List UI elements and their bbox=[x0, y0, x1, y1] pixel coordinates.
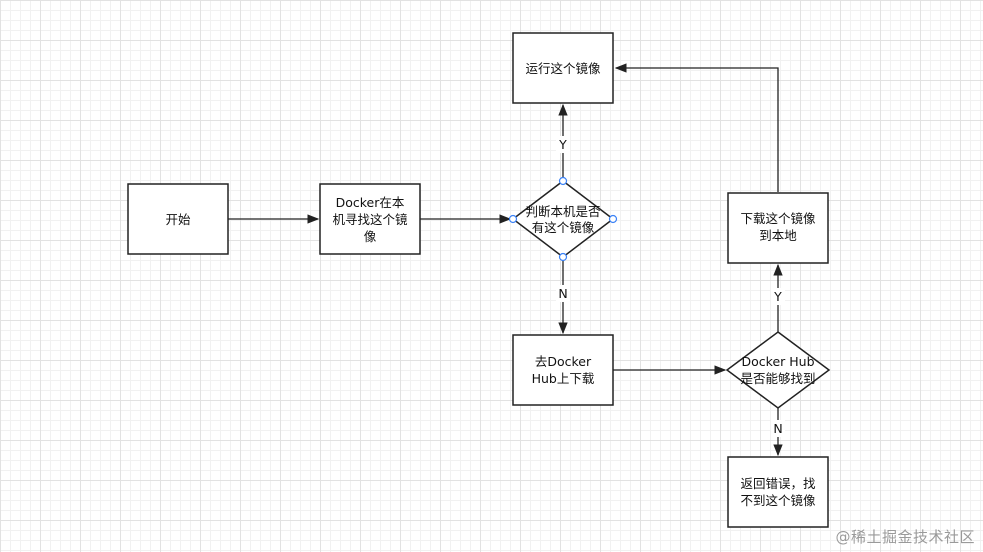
node-search-label-2: 机寻找这个镜 bbox=[332, 212, 408, 227]
node-run-label: 运行这个镜像 bbox=[525, 61, 601, 76]
edge-download-to-run bbox=[614, 63, 779, 192]
node-download-label-2: 到本地 bbox=[759, 228, 797, 243]
node-check-label-2: 有这个镜像 bbox=[532, 220, 595, 235]
selection-handle-top[interactable] bbox=[558, 176, 568, 186]
node-hub-check-label-2: 是否能够找到 bbox=[740, 371, 815, 386]
node-pull-label-1: 去Docker bbox=[535, 354, 592, 369]
node-check-local[interactable] bbox=[511, 180, 615, 258]
edge-label-check-yes: Y bbox=[558, 137, 567, 152]
watermark: @稀土掘金技术社区 bbox=[835, 528, 975, 546]
edge-label-check-no: N bbox=[558, 286, 567, 301]
node-error-label-1: 返回错误，找 bbox=[740, 476, 816, 491]
selection-handle-left[interactable] bbox=[508, 214, 518, 224]
node-hub-check-label-1: Docker Hub bbox=[742, 354, 815, 369]
edge-label-hub-yes: Y bbox=[773, 289, 782, 304]
selection-handle-right[interactable] bbox=[608, 214, 618, 224]
node-pull-label-2: Hub上下载 bbox=[532, 371, 595, 386]
node-run-image[interactable] bbox=[512, 32, 614, 104]
node-download-local[interactable] bbox=[727, 192, 829, 264]
node-search-label-1: Docker在本 bbox=[336, 195, 405, 210]
selection-handle-bottom[interactable] bbox=[558, 252, 568, 262]
node-search-local[interactable] bbox=[319, 183, 421, 255]
edge-label-hub-no: N bbox=[773, 421, 782, 436]
node-check-label-1: 判断本机是否 bbox=[525, 204, 600, 219]
node-error-label-2: 不到这个镜像 bbox=[740, 493, 816, 508]
node-search-label-3: 像 bbox=[364, 229, 377, 244]
node-check-hub[interactable] bbox=[725, 331, 831, 409]
node-start[interactable] bbox=[127, 183, 229, 255]
node-download-label-1: 下载这个镜像 bbox=[740, 211, 816, 226]
node-pull-from-hub[interactable] bbox=[512, 334, 614, 406]
node-start-label: 开始 bbox=[165, 212, 191, 227]
node-return-error[interactable] bbox=[727, 456, 829, 528]
